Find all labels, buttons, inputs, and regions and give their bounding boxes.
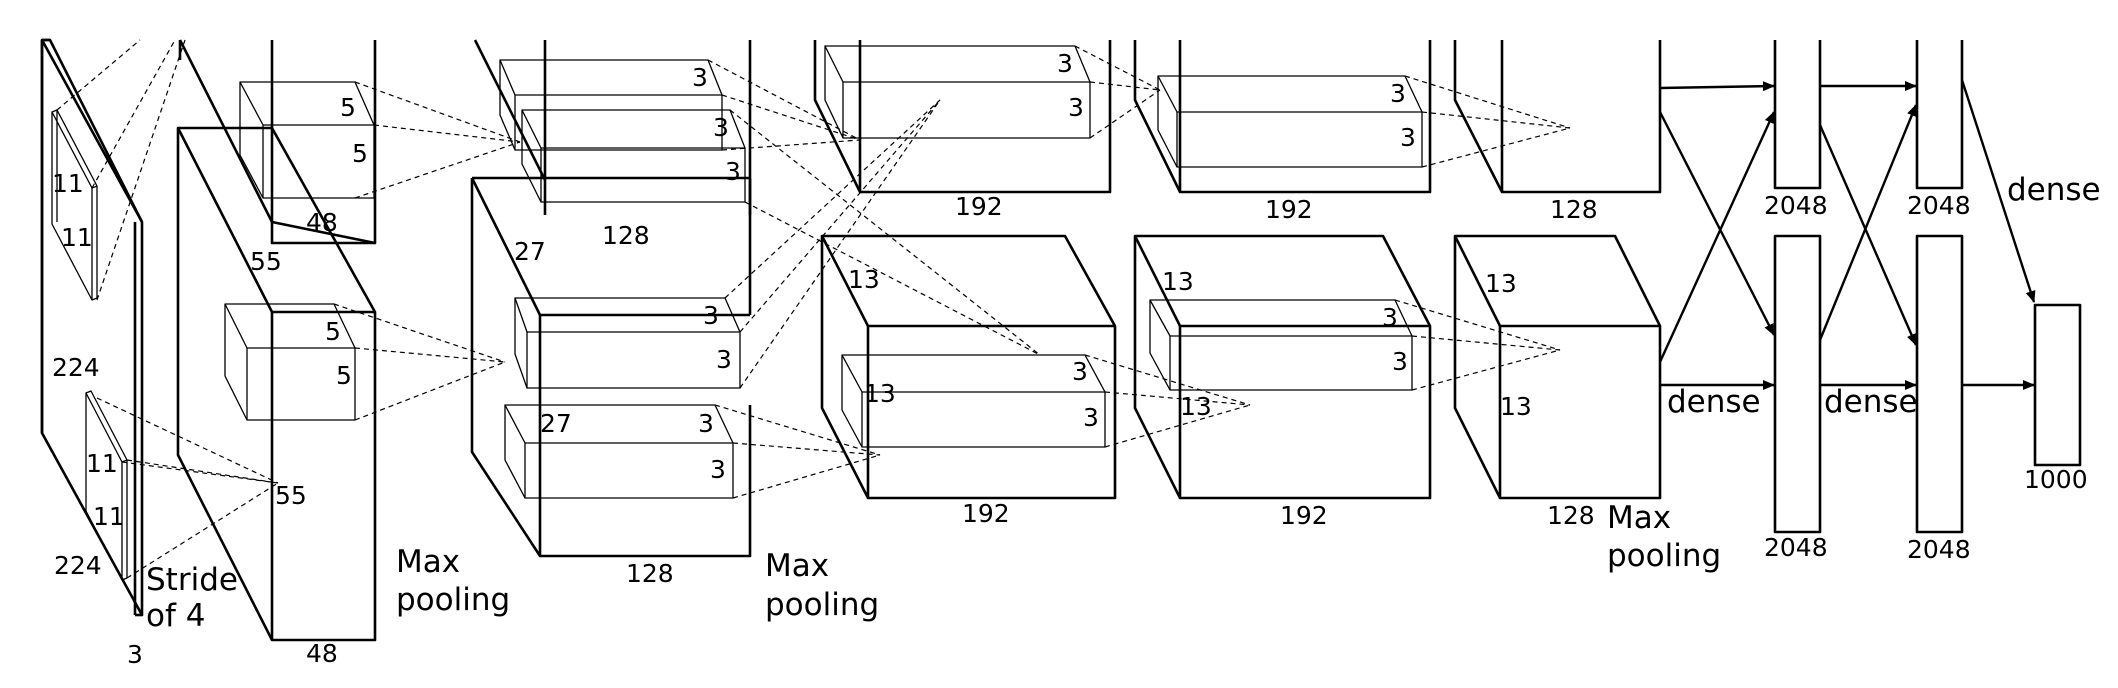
conv5-top-volume (1453, 40, 1662, 194)
conv1-top-size-label: 55 (250, 247, 282, 276)
input-height-label: 224 (52, 353, 100, 382)
maxpool1-label-line2: pooling (396, 582, 510, 618)
dense-label-1: dense (1667, 384, 1761, 420)
conv2-bottom-kernel-d-label: 3 (710, 455, 726, 484)
conv5-bottom-depth-label: 128 (1547, 501, 1595, 530)
input-width-label: 224 (54, 551, 102, 580)
maxpool3-label-line2: pooling (1607, 538, 1721, 574)
conv2-bottom-kernel-c-label: 3 (698, 409, 714, 438)
input-kernel-bottom (85, 390, 128, 581)
kernel1-top-width-label: 11 (61, 223, 93, 252)
fc2-bottom-size-label: 2048 (1907, 535, 1971, 564)
conv4-bottom-kernel-b-label: 3 (1392, 347, 1408, 376)
conv5-bottom-inner-size-label: 13 (1500, 392, 1532, 421)
conv4-top-volume (1133, 40, 1432, 194)
conv3-bottom-inner-size-label: 13 (864, 379, 896, 408)
conv3-top-depth-label: 192 (955, 192, 1003, 221)
conv4-bottom-kernel-a-label: 3 (1382, 303, 1398, 332)
conv3-bottom-size-label: 13 (848, 265, 880, 294)
conv5-bottom-size-label: 13 (1485, 269, 1517, 298)
conv2-bottom-kernel-a-label: 3 (703, 301, 719, 330)
conv3-to-conv4-connections (1074, 45, 1251, 448)
conv5-top-depth-label: 128 (1550, 195, 1598, 224)
conv3-bottom-depth-label: 192 (962, 499, 1010, 528)
input-to-conv1-connections (56, 39, 279, 579)
conv3-bottom-kernel-a-label: 3 (1072, 357, 1088, 386)
conv1-top-depth-label: 48 (306, 208, 338, 237)
conv2-bottom-volume (470, 176, 752, 558)
conv4-bottom-inner-size-label: 13 (1180, 392, 1212, 421)
kernel1-bottom-width-label: 11 (93, 502, 125, 531)
conv2-top-size-label: 27 (514, 237, 546, 266)
conv2-top-volume (473, 39, 752, 215)
conv1-bottom-kernel-h-label: 5 (325, 317, 341, 346)
fc2-bottom-layer (1915, 234, 1964, 534)
conv1-bottom-volume (176, 126, 377, 642)
maxpool1-label-line1: Max (396, 544, 460, 580)
input-kernel-top (51, 109, 98, 301)
conv3-top-kernel (824, 45, 1091, 139)
dense-label-2: dense (1824, 384, 1918, 420)
conv3-bottom-kernel-b-label: 3 (1083, 403, 1099, 432)
conv2-bottom-kernel-b-label: 3 (716, 345, 732, 374)
conv2-bottom-depth-label: 128 (626, 559, 674, 588)
input-volume (40, 38, 144, 617)
conv2-top-kernel-a-label: 3 (692, 63, 708, 92)
conv2-top-kernel-b-label: 3 (713, 113, 729, 142)
conv4-top-kernel-a-label: 3 (1390, 79, 1406, 108)
conv2-to-conv3-connections (707, 59, 1041, 499)
conv4-top-kernel (1157, 75, 1423, 168)
input-channels-label: 3 (127, 640, 143, 669)
conv3-top-kernel-a-label: 3 (1057, 49, 1073, 78)
maxpool3-label-line1: Max (1607, 500, 1671, 536)
conv4-bottom-size-label: 13 (1162, 267, 1194, 296)
fc2-top-layer (1915, 40, 1964, 190)
conv5-bottom-volume (1453, 234, 1662, 500)
conv3-top-kernel-b-label: 3 (1068, 93, 1084, 122)
conv2-top-kernels (499, 59, 746, 203)
conv4-top-kernel-b-label: 3 (1400, 123, 1416, 152)
dense-connections (1658, 79, 2036, 390)
conv4-to-conv5-connections (1394, 75, 1571, 391)
output-layer (2033, 303, 2082, 467)
conv3-top-volume (813, 40, 1112, 194)
dense-label-3: dense (2007, 172, 2101, 208)
conv2-top-kernel-c-label: 3 (725, 157, 741, 186)
fc1-bottom-layer (1773, 234, 1822, 534)
conv1-bottom-size-label: 55 (275, 481, 307, 510)
conv2-top-depth-label: 128 (602, 221, 650, 250)
maxpool2-label-line1: Max (765, 548, 829, 584)
conv1-top-kernel-w-label: 5 (352, 139, 368, 168)
output-size-label: 1000 (2024, 465, 2088, 494)
labels: 224 224 3 11 11 11 11 Stride of 4 55 55 … (52, 49, 2101, 669)
kernel1-top-height-label: 11 (52, 169, 84, 198)
conv4-bottom-kernel (1149, 299, 1413, 391)
conv1-to-conv2-connections (333, 81, 521, 421)
conv2-bottom-size-label: 27 (540, 409, 572, 438)
fc2-top-size-label: 2048 (1907, 191, 1971, 220)
conv4-bottom-depth-label: 192 (1280, 501, 1328, 530)
fc1-top-layer (1773, 40, 1822, 190)
conv4-top-depth-label: 192 (1265, 195, 1313, 224)
fc1-bottom-size-label: 2048 (1764, 533, 1828, 562)
conv1-top-kernel-h-label: 5 (340, 93, 356, 122)
conv1-bottom-depth-label: 48 (306, 639, 338, 668)
maxpool2-label-line2: pooling (765, 587, 879, 623)
stride-label-line1: Stride (146, 562, 238, 598)
fc1-top-size-label: 2048 (1764, 191, 1828, 220)
kernel1-bottom-height-label: 11 (86, 449, 118, 478)
stride-label-line2: of 4 (146, 598, 205, 634)
conv1-bottom-kernel-w-label: 5 (336, 361, 352, 390)
conv1-top-volume (178, 39, 377, 245)
conv4-bottom-volume (1133, 234, 1432, 500)
